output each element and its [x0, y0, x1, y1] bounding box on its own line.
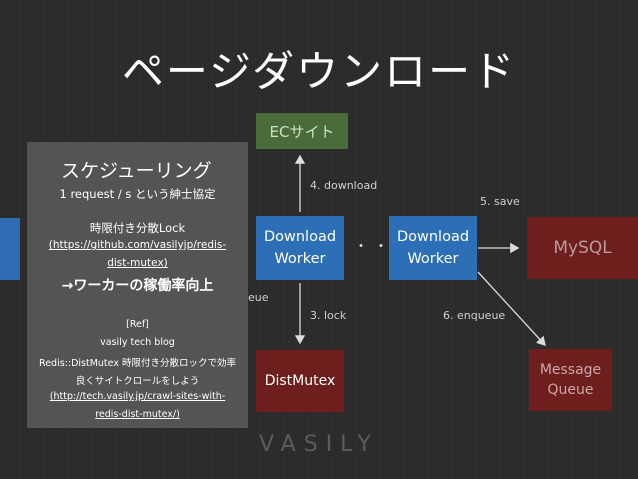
worker2-line2: Worker	[407, 251, 459, 267]
worker1-line1: Download	[263, 229, 337, 245]
edge-label-partial: eue	[248, 291, 269, 304]
scheduling-overlay-panel: スケジューリング 1 request / s という紳士協定 時限付き分散Loc…	[27, 142, 248, 428]
ec-site-node: ECサイト	[256, 113, 348, 149]
overlay-ref-link-2[interactable]: redis-dist-mutex/)	[95, 409, 180, 420]
mq-line2: Queue	[547, 382, 594, 398]
slide-title: ページダウンロード	[121, 47, 517, 96]
overlay-ref-label: [Ref]	[126, 319, 149, 330]
overlay-ref-link-1[interactable]: (http://tech.vasily.jp/crawl-sites-with-	[49, 391, 226, 402]
download-worker-node-1: Download Worker	[256, 216, 344, 280]
download-worker-node-2: Download Worker	[389, 216, 477, 280]
mysql-node: MySQL	[527, 217, 638, 279]
overlay-line-1: 1 request / s という紳士協定	[59, 187, 216, 201]
overlay-emphasis: →ワーカーの稼働率向上	[61, 278, 214, 294]
left-partial-node	[0, 218, 20, 280]
arrow-enqueue	[477, 271, 546, 346]
overlay-line-2: 時限付き分散Lock	[89, 221, 186, 235]
overlay-link-line-1[interactable]: (https://github.com/vasilyjp/redis-	[48, 239, 227, 251]
mq-line1: Message	[539, 362, 602, 378]
overlay-ref-3: 良くサイトクロールをしよう	[75, 376, 200, 387]
vasily-logo: VASILY	[259, 432, 379, 457]
edge-label-save: 5. save	[480, 195, 520, 208]
worker2-line1: Download	[396, 229, 470, 245]
edge-label-download: 4. download	[310, 179, 378, 192]
worker1-line2: Worker	[274, 251, 326, 267]
dist-mutex-node: DistMutex	[256, 350, 344, 412]
overlay-ref-2: Redis::DistMutex 時限付き分散ロックで効率	[39, 358, 236, 369]
overlay-heading: スケジューリング	[61, 160, 212, 182]
message-queue-node: Message Queue	[529, 349, 612, 411]
overlay-link-line-2[interactable]: dist-mutex)	[107, 257, 168, 269]
edge-label-lock: 3. lock	[310, 309, 347, 322]
edge-label-enqueue: 6. enqueue	[443, 309, 506, 322]
overlay-ref-1: vasily tech blog	[100, 337, 175, 348]
